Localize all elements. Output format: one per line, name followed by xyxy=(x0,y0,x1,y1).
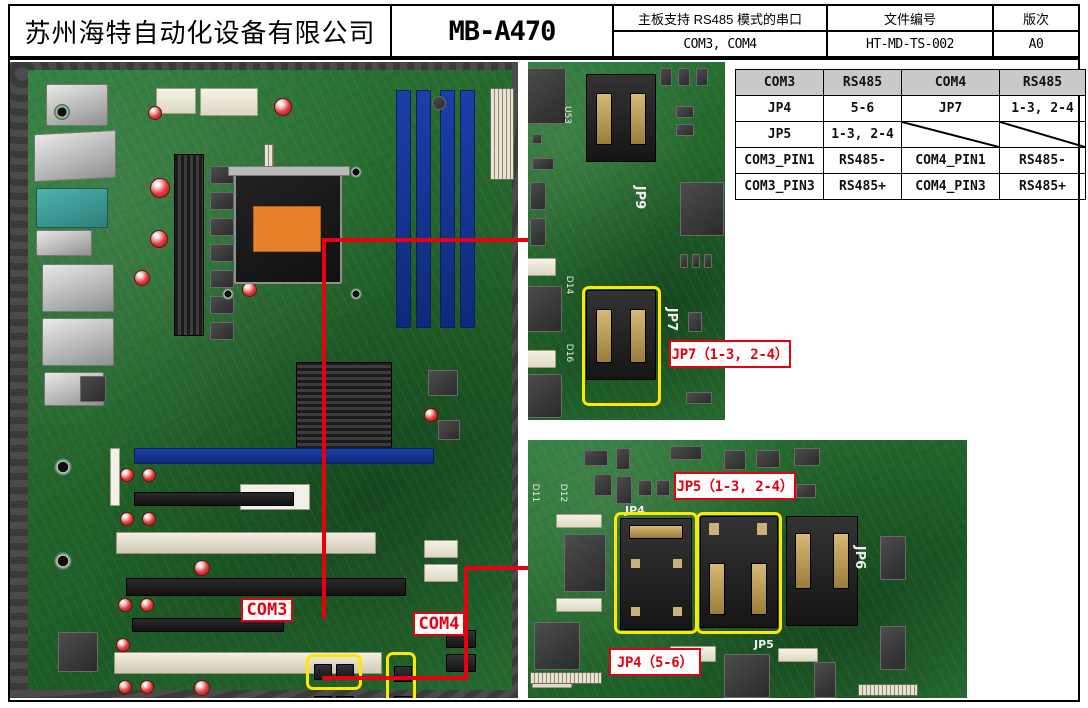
table-cell: 1-3, 2-4 xyxy=(999,95,1086,122)
table-cell: COM3_PIN3 xyxy=(735,173,824,200)
silkscreen-d14: D14 xyxy=(564,275,575,295)
table-cell: RS485+ xyxy=(823,173,902,200)
rev-value: A0 xyxy=(1028,36,1044,52)
jp5-callout-label: JP5（1-3, 2-4） xyxy=(674,472,796,500)
table-row: JP5 1-3, 2-4 xyxy=(735,121,1086,148)
table-row: JP4 5-6 JP7 1-3, 2-4 xyxy=(735,95,1086,122)
table-cell: RS485- xyxy=(823,147,902,174)
com4-callout-label: COM4 xyxy=(413,612,465,636)
rev-title: 版次 xyxy=(1022,11,1049,27)
jp5-jumper-block xyxy=(700,516,778,628)
table-col-com4: COM4 xyxy=(901,69,1000,96)
silkscreen-jp6: JP6 xyxy=(852,545,868,570)
silkscreen-jp5: JP5 xyxy=(754,638,774,651)
chipset-heatsink xyxy=(296,362,392,450)
table-row: COM3_PIN1 RS485- COM4_PIN1 RS485- xyxy=(735,147,1086,174)
leader-line-com3-horizontal xyxy=(322,238,575,242)
docno-title: 文件编号 xyxy=(828,6,994,30)
leader-line-com4-horizontal xyxy=(464,566,575,570)
content-frame xyxy=(8,58,1080,702)
table-cell: 5-6 xyxy=(823,95,902,122)
table-cell-empty-diagonal xyxy=(901,121,1000,148)
table-cell: COM4_PIN1 xyxy=(901,147,1000,174)
table-cell: JP4 xyxy=(735,95,824,122)
jp6-jumper-block xyxy=(786,516,858,626)
silkscreen-u53: U53 xyxy=(562,105,573,125)
motherboard-overview-photo: MB-A470 Q4752A xyxy=(10,62,518,698)
model-name: MB-A470 xyxy=(392,6,614,56)
table-header-row: COM3 RS485 COM4 RS485 xyxy=(735,69,1086,96)
silkscreen-jp9: JP9 xyxy=(632,185,648,210)
jp7-callout-label: JP7（1-3, 2-4） xyxy=(669,340,791,368)
table-cell: RS485- xyxy=(999,147,1086,174)
docno-value: HT-MD-TS-002 xyxy=(828,32,994,56)
table-cell: COM4_PIN3 xyxy=(901,173,1000,200)
table-cell: JP5 xyxy=(735,121,824,148)
table-col-rs485-b: RS485 xyxy=(999,69,1086,96)
jp4-jumper-block xyxy=(620,518,692,630)
table-cell: RS485+ xyxy=(999,173,1086,200)
jp9-jumper-block xyxy=(586,74,656,162)
table-cell: JP7 xyxy=(901,95,1000,122)
table-cell: 1-3, 2-4 xyxy=(823,121,902,148)
jp4-callout-label: JP4（5-6） xyxy=(609,648,701,676)
leader-line-com3-vertical xyxy=(322,240,326,618)
table-col-rs485-a: RS485 xyxy=(823,69,902,96)
leader-line-com4-bottom xyxy=(322,676,468,680)
com3-jumper-highlight xyxy=(306,654,362,690)
jp7-highlight-box xyxy=(582,286,661,406)
table-row: COM3_PIN3 RS485+ COM4_PIN3 RS485+ xyxy=(735,173,1086,200)
table-cell-empty-diagonal xyxy=(999,121,1086,148)
document-title-block: 苏州海特自动化设备有限公司 MB-A470 主板支持 RS485 模式的串口 文… xyxy=(8,4,1080,58)
jp4-highlight-box xyxy=(614,512,698,634)
com3-callout-label: COM3 xyxy=(241,598,293,622)
company-name: 苏州海特自动化设备有限公司 xyxy=(10,6,392,56)
table-cell: COM3_PIN1 xyxy=(735,147,824,174)
motherboard-body: MB-A470 Q4752A xyxy=(28,70,514,698)
jp7-jumper-block xyxy=(586,290,656,380)
leader-line-com4-vertical xyxy=(464,566,468,680)
silkscreen-d11: D11 xyxy=(530,483,541,503)
jp5-highlight-box xyxy=(696,512,782,634)
table-col-com3: COM3 xyxy=(735,69,824,96)
silkscreen-d16: D16 xyxy=(564,343,575,363)
header-meta-group: 主板支持 RS485 模式的串口 文件编号 版次 COM3, COM4 HT-M… xyxy=(614,6,1078,56)
com4-jumper-highlight xyxy=(386,652,416,698)
desc-title: 主板支持 RS485 模式的串口 xyxy=(614,6,828,30)
rs485-jumper-table: COM3 RS485 COM4 RS485 JP4 5-6 JP7 1-3, 2… xyxy=(735,69,1086,200)
silkscreen-jp7: JP7 xyxy=(664,307,680,332)
silkscreen-d12: D12 xyxy=(558,483,569,503)
desc-value: COM3, COM4 xyxy=(614,32,828,56)
